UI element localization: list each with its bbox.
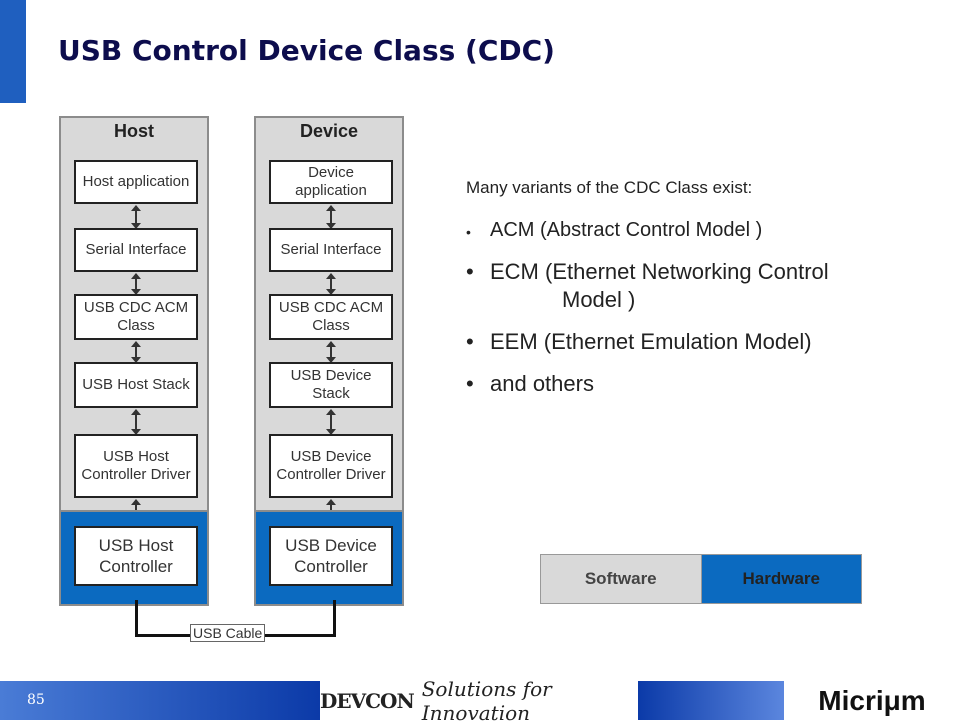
host-layer-cdc-acm-class: USB CDC ACM Class bbox=[74, 294, 198, 340]
host-stack: Host Host application Serial Interface U… bbox=[59, 116, 209, 606]
footer-left-band: 85 bbox=[0, 681, 320, 720]
bullet-eem-text: EEM (Ethernet Emulation Model) bbox=[490, 329, 812, 354]
bullet-ecm-text: ECM (Ethernet Networking Control bbox=[490, 259, 829, 284]
host-stack-title: Host bbox=[114, 121, 154, 141]
bullet-acm-text: ACM (Abstract Control Model ) bbox=[490, 219, 763, 241]
devcon-banner: DEVCON Solutions for Innovation bbox=[320, 677, 638, 725]
legend-software: Software bbox=[541, 555, 702, 603]
host-layer-controller-driver: USB Host Controller Driver bbox=[74, 434, 198, 498]
device-layer-usb-stack: USB Device Stack bbox=[269, 362, 393, 408]
title-accent-bar bbox=[0, 0, 26, 103]
host-arrow-2 bbox=[131, 273, 141, 295]
device-layer-cdc-acm-class: USB CDC ACM Class bbox=[269, 294, 393, 340]
slide-title: USB Control Device Class (CDC) bbox=[58, 34, 555, 67]
bullet-dot-icon: • bbox=[466, 224, 471, 240]
device-arrow-4 bbox=[326, 409, 336, 435]
device-arrow-2 bbox=[326, 273, 336, 295]
variants-text: Many variants of the CDC Class exist: • … bbox=[466, 178, 936, 412]
device-layer-serial-interface: Serial Interface bbox=[269, 228, 393, 272]
device-layer-controller: USB Device Controller bbox=[269, 526, 393, 586]
variants-intro: Many variants of the CDC Class exist: bbox=[466, 178, 753, 197]
devcon-tagline: Solutions for Innovation bbox=[421, 676, 552, 725]
bullet-ecm: • ECM (Ethernet Networking Control Model… bbox=[466, 258, 936, 314]
legend: Software Hardware bbox=[540, 554, 862, 604]
host-layer-serial-interface: Serial Interface bbox=[74, 228, 198, 272]
device-hardware-region: USB Device Controller bbox=[256, 510, 402, 604]
footer-mid-band bbox=[638, 681, 784, 720]
bullet-eem: • EEM (Ethernet Emulation Model) bbox=[466, 328, 936, 356]
micrium-logo: Micriμm bbox=[784, 681, 960, 720]
device-arrow-3 bbox=[326, 341, 336, 363]
bullet-ecm-text-continued: Model ) bbox=[562, 287, 636, 312]
bullet-others: • and others bbox=[466, 370, 936, 398]
host-layer-application: Host application bbox=[74, 160, 198, 204]
host-hardware-region: USB Host Controller bbox=[61, 510, 207, 604]
devcon-logo: DEVCON bbox=[320, 688, 415, 713]
host-arrow-3 bbox=[131, 341, 141, 363]
bullet-dot-icon: • bbox=[466, 329, 474, 354]
host-arrow-1 bbox=[131, 205, 141, 229]
footer: 85 DEVCON Solutions for Innovation Micri… bbox=[0, 677, 960, 725]
bullet-dot-icon: • bbox=[466, 371, 474, 396]
host-layer-usb-stack: USB Host Stack bbox=[74, 362, 198, 408]
host-layer-controller: USB Host Controller bbox=[74, 526, 198, 586]
usb-cable-label: USB Cable bbox=[190, 624, 266, 642]
device-arrow-1 bbox=[326, 205, 336, 229]
bullet-acm: • ACM (Abstract Control Model ) bbox=[466, 216, 936, 244]
device-stack: Device Device application Serial Interfa… bbox=[254, 116, 404, 606]
page-number: 85 bbox=[27, 692, 45, 708]
bullet-others-text: and others bbox=[490, 371, 594, 396]
bullet-dot-icon: • bbox=[466, 259, 474, 284]
legend-hardware: Hardware bbox=[701, 555, 861, 603]
device-layer-controller-driver: USB Device Controller Driver bbox=[269, 434, 393, 498]
host-arrow-4 bbox=[131, 409, 141, 435]
device-layer-application: Device application bbox=[269, 160, 393, 204]
device-stack-title: Device bbox=[299, 121, 359, 141]
